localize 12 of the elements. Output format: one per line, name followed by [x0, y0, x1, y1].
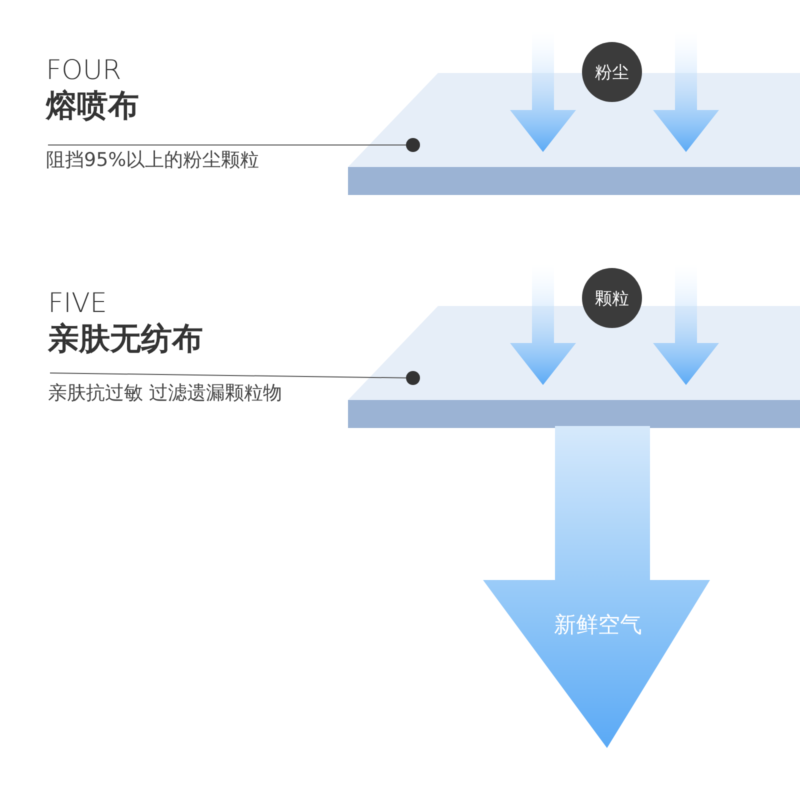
airflow-arrow	[483, 426, 710, 748]
label-badge: 颗粒	[582, 268, 642, 328]
layer-title: 熔喷布	[46, 87, 140, 125]
leader-line	[48, 138, 420, 152]
layer-number: FIVE	[48, 288, 108, 320]
layer-description: 阻挡95%以上的粉尘颗粒	[46, 148, 260, 173]
label-badge: 粉尘	[582, 42, 642, 102]
layer-description: 亲肤抗过敏 过滤遗漏颗粒物	[48, 381, 282, 406]
arrow-label: 新鲜空气	[553, 612, 643, 640]
leader-line	[50, 371, 420, 385]
layer-title: 亲肤无纺布	[48, 320, 204, 358]
layer-number: FOUR	[46, 55, 122, 87]
